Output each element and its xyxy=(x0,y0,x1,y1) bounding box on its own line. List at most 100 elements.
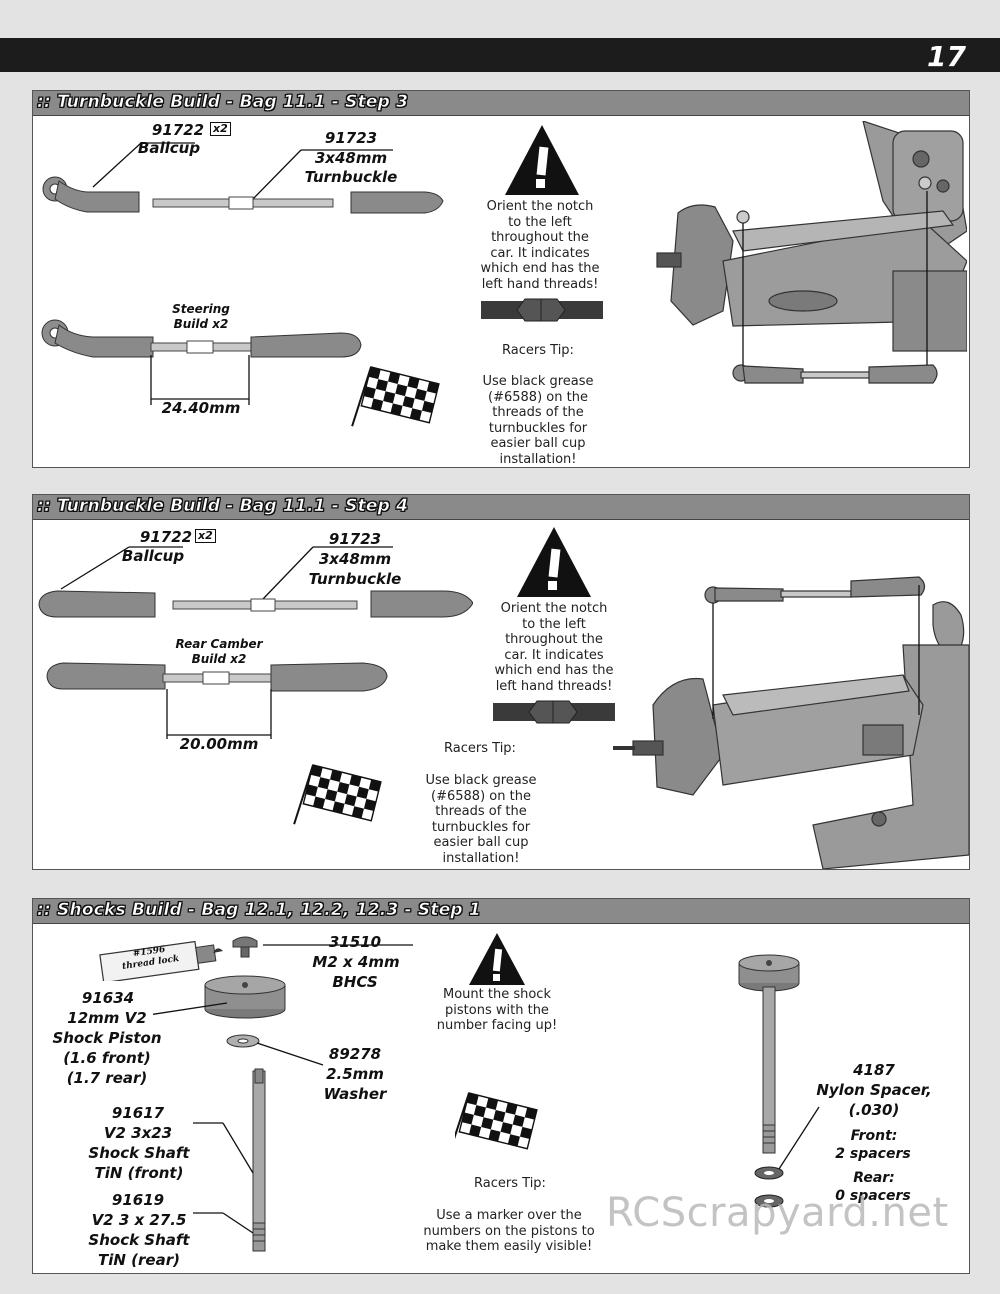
spacer-line-2: (.030) xyxy=(848,1101,900,1119)
step4-notch-illustration xyxy=(493,700,615,724)
step4-turnbuckle-name: Turnbuckle xyxy=(308,570,402,588)
step3-warning-text: Orient the notch to the left throughout … xyxy=(463,199,617,292)
step3-qty-text: x2 xyxy=(213,122,228,135)
watermark: RCScrapyard.net xyxy=(606,1190,949,1236)
step4-warning-line: left hand threads! xyxy=(495,678,613,694)
step4-ballcup-part: 91722 xyxy=(139,528,193,546)
rear-label: Rear: xyxy=(853,1170,895,1186)
step3-assembly-name-2: Build x2 xyxy=(173,317,229,331)
shaft-front-line-3: TiN (front) xyxy=(94,1164,184,1182)
step3-tip-line: installation! xyxy=(499,451,577,467)
step4-tip-title: Racers Tip: xyxy=(444,741,516,756)
step4-warning-line: to the left xyxy=(522,616,586,632)
washer-size: 2.5mm xyxy=(326,1065,384,1083)
washer-name: Washer xyxy=(323,1085,387,1103)
step3-warning-line: car. It indicates xyxy=(490,245,590,261)
step4-tip-line: turnbuckles for xyxy=(431,819,531,835)
step3-front-assembly-illustration xyxy=(656,121,967,384)
step4-panel: :: Turnbuckle Build - Bag 11.1 - Step 4 … xyxy=(32,494,970,870)
step3-tip-line: (#6588) on the xyxy=(488,389,588,405)
step4-tip-text: Use black grease (#6588) on the threads … xyxy=(401,773,561,866)
step3-turnbuckle-size: 3x48mm xyxy=(314,149,388,167)
step3-tip-line: easier ball cup xyxy=(490,436,586,451)
shaft-front-line-1: V2 3x23 xyxy=(103,1124,173,1142)
step4-assembly-name-2: Build x2 xyxy=(191,652,247,666)
step4-turnbuckle-size: 3x48mm xyxy=(318,550,392,568)
step5-warning-text: Mount the shock pistons with the number … xyxy=(409,987,585,1034)
step5-tip-line: numbers on the pistons to xyxy=(423,1223,595,1239)
step3-ballcup-number: 91722 xyxy=(151,121,205,139)
step4-warning-line: throughout the xyxy=(505,632,603,647)
step4-tip-line: (#6588) on the xyxy=(431,788,531,804)
screw-part: 31510 xyxy=(328,933,382,951)
step3-warning-line: to the left xyxy=(508,214,572,230)
step4-tip-line: threads of the xyxy=(435,804,527,819)
piston-line-4: (1.7 rear) xyxy=(66,1069,148,1087)
shaft-rear-part: 91619 xyxy=(111,1191,165,1209)
step3-warning-line: Orient the notch xyxy=(486,199,594,214)
step3-tip-line: Use black grease xyxy=(482,374,594,389)
step5-title: :: Shocks Build - Bag 12.1, 12.2, 12.3 -… xyxy=(37,900,481,921)
front-value: 2 spacers xyxy=(835,1146,911,1162)
step3-title: :: Turnbuckle Build - Bag 11.1 - Step 3 xyxy=(37,92,409,113)
step4-assembly-name-1: Rear Camber xyxy=(175,637,263,651)
step4-warning-line: which end has the xyxy=(494,663,614,678)
rear-value: 0 spacers xyxy=(835,1188,911,1204)
shock-assembly-illustration xyxy=(738,954,820,1208)
step4-ballcup-right xyxy=(370,590,473,618)
step4-rear-assembly-illustration xyxy=(613,576,969,869)
step5-warning-line: Mount the shock xyxy=(443,987,551,1002)
washer-part: 89278 xyxy=(328,1045,382,1063)
step3-turnbuckle-part: 91723 xyxy=(324,129,378,147)
page-number: 17 xyxy=(927,40,966,73)
step3-warning-line: left hand threads! xyxy=(481,276,599,292)
piston-illustration xyxy=(204,975,286,1019)
step3-tip-line: threads of the xyxy=(492,405,584,420)
step3-header: :: Turnbuckle Build - Bag 11.1 - Step 3 xyxy=(33,91,969,116)
shaft-rear-line-2: Shock Shaft xyxy=(88,1231,190,1249)
step4-ballcup-name: Ballcup xyxy=(121,547,185,565)
step3-warning-line: throughout the xyxy=(491,230,589,245)
step3-tip-title: Racers Tip: xyxy=(502,343,574,358)
step3-tip-line: turnbuckles for xyxy=(488,420,588,436)
step3-ballcup-right xyxy=(350,191,444,214)
spacer-part: 4187 xyxy=(853,1061,895,1079)
shaft-front-line-2: Shock Shaft xyxy=(88,1144,190,1162)
step4-assembled-link xyxy=(46,662,388,739)
step4-ballcup-left xyxy=(38,590,156,618)
shaft-front-part: 91617 xyxy=(111,1104,165,1122)
piston-part: 91634 xyxy=(81,989,135,1007)
step3-assembled-link xyxy=(41,319,362,405)
step5-flag-icon xyxy=(455,1092,538,1150)
step3-tip-text: Use black grease (#6588) on the threads … xyxy=(463,374,613,467)
step3-parts-diagram xyxy=(41,142,444,427)
step4-warning-line: car. It indicates xyxy=(504,647,604,663)
shaft-rear-line-3: TiN (rear) xyxy=(98,1251,180,1269)
shaft-illustration xyxy=(252,1068,266,1252)
screw-name: BHCS xyxy=(332,973,378,991)
step4-flag-icon xyxy=(293,764,382,825)
step3-panel: :: Turnbuckle Build - Bag 11.1 - Step 3 … xyxy=(32,90,970,468)
step5-tip-title: Racers Tip: xyxy=(474,1176,546,1191)
step3-ballcup-part: 91722 xyxy=(133,121,223,140)
header-bar xyxy=(0,38,1000,72)
step4-warning-icon xyxy=(517,527,591,597)
step4-parts-diagram xyxy=(38,546,473,825)
step5-tip-line: make them easily visible! xyxy=(425,1239,593,1254)
step4-length: 20.00mm xyxy=(179,735,259,753)
step4-turnbuckle-part xyxy=(172,598,358,612)
step4-ballcup-qty: x2 xyxy=(195,529,216,543)
step4-warning-text: Orient the notch to the left throughout … xyxy=(477,601,631,694)
shock-parts-diagram xyxy=(153,936,413,1252)
threadlock-tube-illustration xyxy=(99,940,217,981)
step3-flag-icon xyxy=(351,366,440,427)
step5-warning-icon xyxy=(469,933,525,985)
step4-warning-line: Orient the notch xyxy=(500,601,608,616)
step3-ballcup-left xyxy=(42,176,140,213)
step3-ballcup-qty: x2 xyxy=(210,122,231,136)
piston-line-2: Shock Piston xyxy=(52,1029,162,1047)
washer-illustration xyxy=(226,1034,260,1048)
step3-warning-icon xyxy=(505,125,579,195)
step5-header: :: Shocks Build - Bag 12.1, 12.2, 12.3 -… xyxy=(33,899,969,924)
piston-line-1: 12mm V2 xyxy=(67,1009,147,1027)
